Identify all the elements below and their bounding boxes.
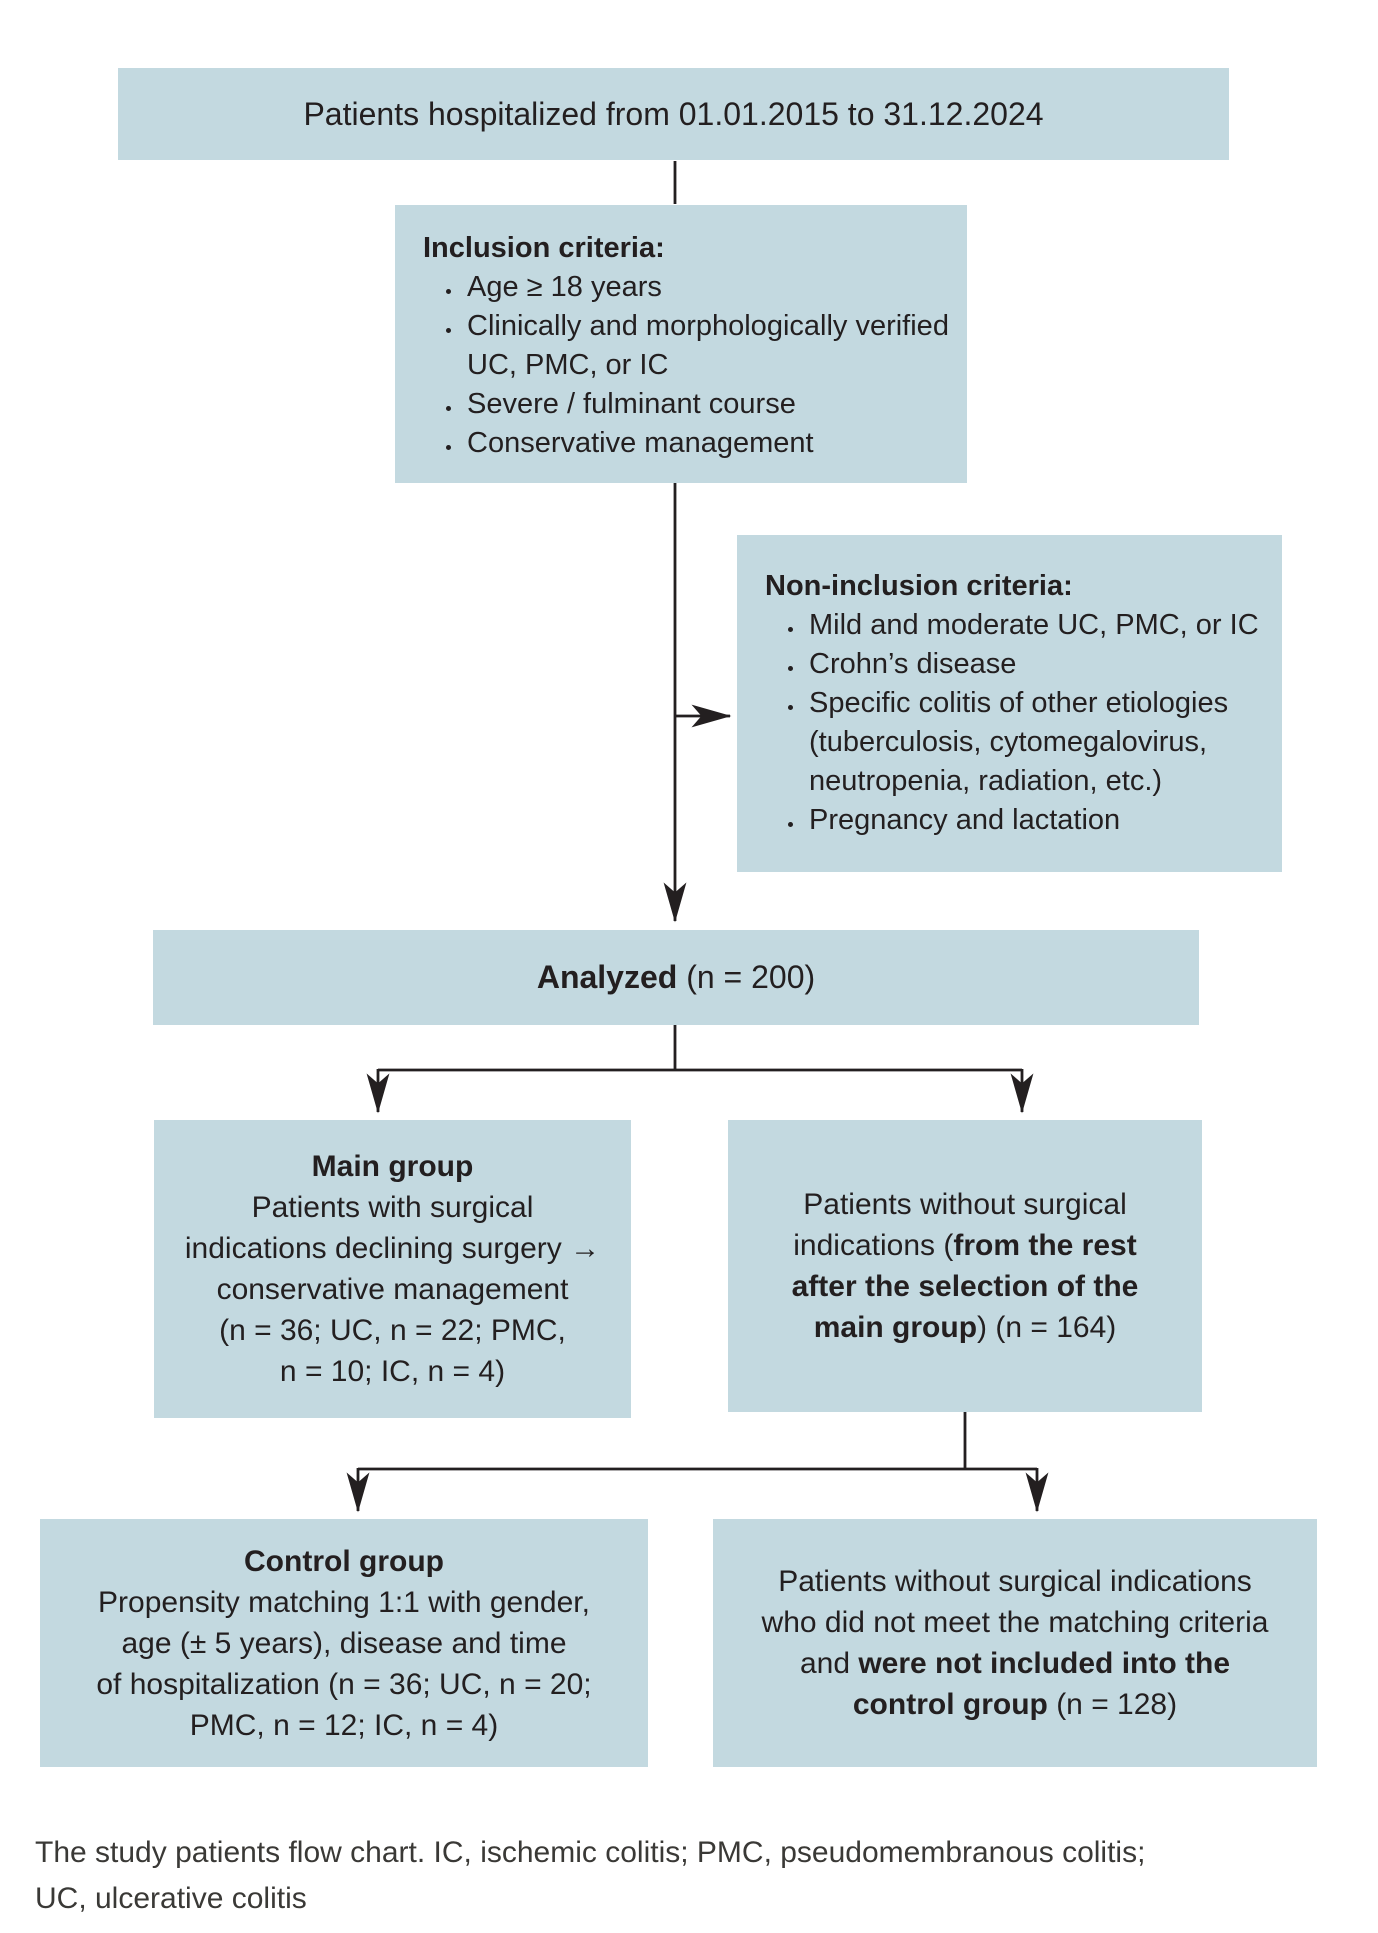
control-group-line: of hospitalization (n = 36; UC, n = 20; [96,1667,592,1701]
control-group-line: PMC, n = 12; IC, n = 4) [189,1708,499,1742]
inclusion-criteria-title: Inclusion criteria: [423,232,665,264]
non-inclusion-criteria-title: Non-inclusion criteria: [765,570,1073,602]
excluded-group-bold-text: control group [852,1688,1048,1721]
excluded-group-bold-text: were not included into the [858,1647,1231,1680]
box-main-group: Main group Patients with surgical indica… [154,1120,631,1418]
box-control-group: Control group Propensity matching 1:1 wi… [40,1519,648,1767]
analyzed-count: (n = 200) [677,959,816,995]
inclusion-item-conservative: Conservative management [463,424,949,463]
control-group-line: age (± 5 years), disease and time [121,1626,567,1660]
right-group-line: Patients without surgical [803,1188,1127,1221]
control-group-title: Control group [244,1544,444,1578]
inclusion-item-age: Age ≥ 18 years [463,268,949,307]
excluded-group-line: and were not included into the [800,1643,1230,1684]
patients-hospitalized-text: Patients hospitalized from 01.01.2015 to… [303,95,1044,132]
caption-line: UC, ulcerative colitis [35,1882,307,1915]
main-group-title: Main group [311,1150,474,1183]
main-group-line: indications declining surgery → [184,1232,601,1265]
non-inclusion-item-mild: Mild and moderate UC, PMC, or IC [805,606,1270,645]
box-analyzed: Analyzed (n = 200) [153,930,1199,1025]
inclusion-criteria-list: Age ≥ 18 years Clinically and morphologi… [423,268,949,463]
inclusion-item-verified: Clinically and morphologically verified … [463,307,949,385]
right-group-text: indications ( [793,1229,954,1262]
main-group-line: conservative management [216,1273,569,1306]
non-inclusion-item-pregnancy: Pregnancy and lactation [805,801,1270,840]
non-inclusion-item-crohns: Crohn’s disease [805,645,1270,684]
right-group-bold-text: from the rest [953,1229,1137,1262]
excluded-group-line: control group (n = 128) [853,1684,1177,1725]
excluded-group-text: (n = 128) [1047,1688,1178,1721]
box-without-surgical-indications: Patients without surgical indications (f… [728,1120,1202,1412]
excluded-group-line: who did not meet the matching criteria [761,1606,1269,1639]
main-group-line: (n = 36; UC, n = 22; PMC, [219,1314,566,1347]
box-patients-hospitalized: Patients hospitalized from 01.01.2015 to… [118,68,1229,160]
non-inclusion-item-specific-colitis: Specific colitis of other etiologies (tu… [805,684,1270,801]
excluded-group-text: and [799,1647,859,1680]
box-inclusion-criteria: Inclusion criteria: Age ≥ 18 years Clini… [395,205,967,483]
control-group-line: Propensity matching 1:1 with gender, [98,1585,590,1619]
figure-caption: The study patients flow chart. IC, ische… [35,1830,1355,1922]
box-non-inclusion-criteria: Non-inclusion criteria: Mild and moderat… [737,535,1282,872]
right-group-text: ) (n = 164) [977,1311,1117,1344]
right-group-bold-text: main group [813,1311,978,1344]
right-group-bold-text: after the selection of the [791,1270,1139,1303]
main-group-line: n = 10; IC, n = 4) [279,1355,506,1388]
non-inclusion-criteria-list: Mild and moderate UC, PMC, or IC Crohn’s… [765,606,1270,840]
analyzed-text: Analyzed (n = 200) [537,959,815,996]
connector-right-group-split [358,1412,1037,1471]
excluded-group-line: Patients without surgical indications [778,1565,1252,1598]
box-not-included-control-group: Patients without surgical indications wh… [713,1519,1317,1767]
analyzed-label: Analyzed [536,959,678,995]
right-group-line: indications (from the rest [793,1225,1136,1266]
caption-line: The study patients flow chart. IC, ische… [35,1836,1146,1869]
main-group-line: Patients with surgical [251,1191,534,1224]
connector-analyzed-split [378,1025,1022,1072]
inclusion-item-severe: Severe / fulminant course [463,385,949,424]
right-group-line: main group) (n = 164) [814,1307,1117,1348]
